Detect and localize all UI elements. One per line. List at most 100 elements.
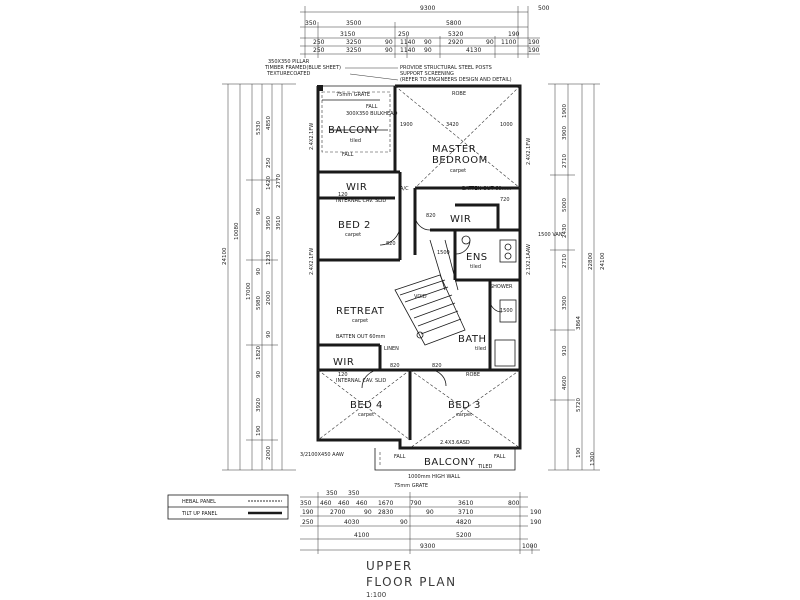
- note-tiled: TILED: [477, 464, 492, 470]
- dim-top-5320: 5320: [448, 31, 463, 38]
- dim-top-9300: 9300: [420, 5, 435, 12]
- dim-left-a9: 90: [256, 268, 262, 275]
- note-batten-1: BATTEN OUT 60mm: [462, 186, 511, 192]
- note-high-wall: 1000mm HIGH WALL: [408, 474, 460, 480]
- note-window-asd: 2.4X3.6ASD: [440, 440, 470, 446]
- note-ac: A/C: [400, 186, 409, 192]
- dim-right-a0: 1900: [562, 104, 568, 118]
- note-timber: TIMBER FRAMED(BLUE SHEET): [264, 65, 341, 71]
- room-bed2-finish: carpet: [345, 232, 361, 238]
- dim-left-a4: 2770: [276, 174, 282, 188]
- dim-left-a15: 3920: [256, 398, 262, 412]
- dim-r4-5: 2920: [448, 39, 463, 46]
- dim-right-a12: 1300: [590, 452, 596, 466]
- note-bulkhead: 300X350 BULKHEAD: [346, 111, 398, 117]
- dim-top-3500: 3500: [346, 20, 361, 27]
- note-linen: LINEN: [384, 346, 399, 352]
- dim-left-24100: 24100: [222, 247, 228, 265]
- dim-b4-4: 190: [530, 519, 542, 526]
- dim-b2-5: 790: [410, 500, 422, 507]
- note-fall-1: FALL: [366, 104, 378, 110]
- building-walls: [316, 84, 522, 450]
- dim-r5-5: 4130: [466, 47, 481, 54]
- dim-b2-1: 460: [320, 500, 332, 507]
- dim-b1-0: 350: [326, 490, 338, 497]
- dim-left-a11: 2000: [266, 291, 272, 305]
- dim-left-a0: 5330: [256, 121, 262, 135]
- note-3420: 3420: [446, 122, 459, 128]
- legend: [167, 494, 289, 520]
- dim-b2-0: 350: [300, 500, 312, 507]
- dim-b2-2: 460: [338, 500, 350, 507]
- room-balcony-bottom: BALCONY: [424, 457, 476, 468]
- dim-left-a5: 90: [256, 208, 262, 215]
- dim-left-17000: 17000: [246, 282, 252, 300]
- note-robe-1: ROBE: [452, 91, 466, 97]
- note-slid-2: INTERNAL CAV. SLID: [336, 378, 386, 384]
- room-bed2: BED 2: [338, 220, 371, 231]
- note-1500-a: 1500: [437, 250, 450, 256]
- dim-top-250: 250: [398, 31, 410, 38]
- note-grate: 75mm GRATE: [336, 92, 370, 98]
- title-scale: 1:100: [366, 591, 386, 599]
- note-texture: TEXTURECOATED: [266, 71, 310, 77]
- note-1000: 1000: [500, 122, 513, 128]
- dim-b3-6: 190: [530, 509, 542, 516]
- room-bed4: BED 4: [350, 400, 383, 411]
- note-1900: 1900: [400, 122, 413, 128]
- dim-top-500: 500: [538, 5, 550, 12]
- note-fall-3: FALL: [394, 454, 406, 460]
- dim-right-a8: 910: [562, 345, 568, 356]
- dim-b2-3: 460: [356, 500, 368, 507]
- note-batten-2: BATTEN OUT 60mm: [336, 334, 385, 340]
- dim-b3-1: 2700: [330, 509, 345, 516]
- dim-r4-2: 90: [385, 39, 393, 46]
- pillar-marker: [317, 85, 323, 91]
- dim-r4-1: 3250: [346, 39, 361, 46]
- dim-r4-4: 90: [424, 39, 432, 46]
- dim-left-a17: 2000: [266, 446, 272, 460]
- dim-b3-2: 90: [364, 509, 372, 516]
- dim-r5-0: 250: [313, 47, 325, 54]
- dim-right-24100: 24100: [600, 252, 606, 270]
- note-820-c: 820: [390, 363, 400, 369]
- dim-right-a2: 2710: [562, 154, 568, 168]
- note-window-b: 2.4X2.1FW: [309, 248, 315, 275]
- dim-b3-0: 190: [302, 509, 314, 516]
- dim-left-a7: 3910: [276, 216, 282, 230]
- dim-r5-1: 3250: [346, 47, 361, 54]
- dim-right-a7: 3864: [576, 316, 582, 330]
- dim-left-a2: 250: [266, 157, 272, 168]
- note-fall-4: FALL: [494, 454, 506, 460]
- dim-b3-5: 3710: [458, 509, 473, 516]
- dim-right-a4: 2430: [562, 224, 568, 238]
- dim-b2-7: 800: [508, 500, 520, 507]
- dim-left-10080: 10080: [234, 222, 240, 240]
- room-retreat-finish: carpet: [352, 318, 368, 324]
- dim-r5-3: 1140: [400, 47, 415, 54]
- dim-left-a3: 1420: [266, 176, 272, 190]
- room-bath: BATH: [458, 334, 487, 345]
- ceiling-diagonals: [317, 85, 521, 449]
- dim-r4-6: 90: [486, 39, 494, 46]
- staircase: [394, 239, 466, 346]
- dim-left-a1: 4850: [266, 116, 272, 130]
- dim-b4-2: 90: [400, 519, 408, 526]
- left-dimensions: [222, 83, 296, 471]
- dim-right-a1: 3900: [562, 126, 568, 140]
- room-master-finish: carpet: [450, 168, 466, 174]
- note-steel: PROVIDE STRUCTURAL STEEL POSTS: [400, 65, 492, 71]
- note-grate-2: 75mm GRATE: [394, 483, 428, 489]
- room-wir-1: WIR: [346, 182, 367, 193]
- note-pillar: 350X350 PILLAR: [268, 59, 310, 65]
- legend-tilt: TILT UP PANEL: [181, 511, 218, 517]
- dim-top-3150: 3150: [340, 31, 355, 38]
- right-dimensions: [548, 83, 600, 471]
- note-window-aaw: 3/2100X450 AAW: [300, 452, 344, 458]
- room-wir-2: WIR: [450, 214, 471, 225]
- dim-b1-1: 350: [348, 490, 360, 497]
- dim-left-a12: 90: [266, 331, 272, 338]
- room-retreat: RETREAT: [336, 306, 385, 317]
- dim-top-190: 190: [508, 31, 520, 38]
- dim-b6-1: 1000: [522, 543, 537, 550]
